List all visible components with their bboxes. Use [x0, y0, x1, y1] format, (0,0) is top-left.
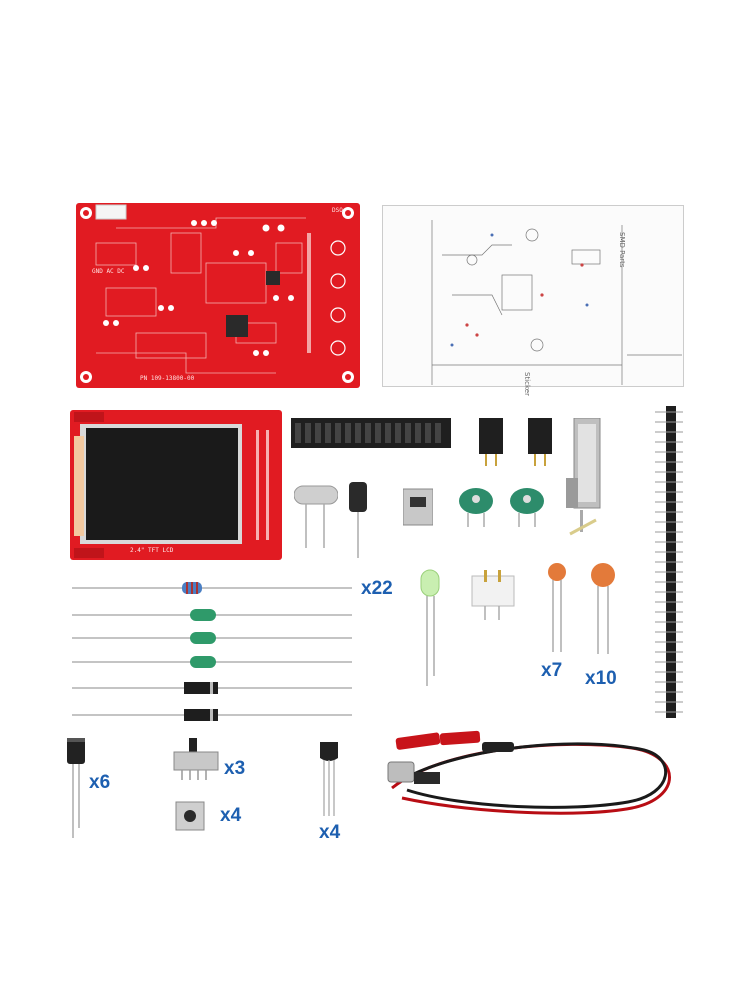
transistor — [320, 742, 338, 816]
qty-ceramic-small: x7 — [541, 660, 563, 681]
ceramic-capacitor-small — [548, 563, 566, 652]
qty-resistors: x22 — [361, 578, 393, 599]
pcb-label-part: PN 109-13800-00 — [140, 375, 195, 382]
mini-usb-connector — [403, 488, 433, 526]
main-pcb — [76, 203, 360, 388]
manual-label-smd: SMD Parts — [618, 232, 626, 268]
green-led — [420, 569, 440, 686]
male-pin-header — [655, 406, 683, 718]
qty-transistor: x4 — [319, 822, 341, 843]
trimmer-capacitor-1 — [459, 488, 493, 527]
resistors-and-diodes — [72, 582, 352, 721]
slide-switch — [173, 738, 219, 780]
lcd-label: 2.4" TFT LCD — [130, 547, 174, 554]
qty-electrolytic: x6 — [89, 772, 111, 793]
small-header-1 — [479, 418, 503, 466]
crystal-oscillator — [294, 485, 338, 548]
qty-ceramic-large: x10 — [585, 668, 617, 689]
white-power-connector — [471, 570, 515, 620]
pcb-label-gnd: GND AC DC — [92, 268, 125, 275]
tft-lcd-module — [70, 410, 282, 560]
pcb-label-dso: DSO — [332, 207, 343, 214]
electrolytic-capacitor — [67, 738, 85, 838]
manual-sheet — [382, 205, 684, 387]
female-header-strip — [291, 418, 451, 448]
qty-slide-switch: x3 — [224, 758, 246, 779]
tactile-switch — [175, 801, 205, 831]
bnc-connector — [566, 418, 601, 536]
inductor — [349, 482, 367, 558]
manual-label-sticker: Sticker — [523, 372, 531, 396]
trimmer-capacitor-2 — [510, 488, 544, 527]
qty-tact-switch: x4 — [220, 805, 242, 826]
probe-cable — [387, 730, 671, 815]
small-header-2 — [528, 418, 552, 466]
ceramic-capacitor-large — [591, 563, 615, 654]
